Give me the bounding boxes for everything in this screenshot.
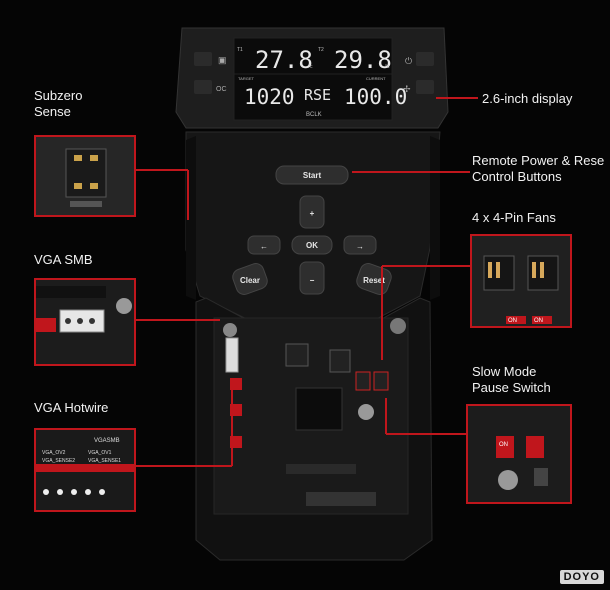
- display-label: 2.6-inch display: [482, 91, 573, 106]
- right-button[interactable]: [343, 235, 377, 255]
- lcd-mode-text: RSE: [304, 86, 331, 104]
- right-button-label: →: [356, 242, 364, 251]
- lcd-bottom-label: BCLK: [306, 112, 322, 118]
- slow-mode-inset: ON: [466, 404, 572, 504]
- vga-sense1-text: VGA_SENSE1: [88, 458, 121, 464]
- clear-button-label: Clear: [240, 276, 260, 285]
- subzero-sense-inset: [34, 135, 136, 217]
- ok-button-label: OK: [306, 241, 318, 250]
- lcd-target-label: TARGET: [238, 76, 254, 81]
- vga-ov1-text: VGA_OV1: [88, 450, 112, 456]
- vga-smb-label: VGA SMB: [34, 252, 93, 267]
- head-button-bottom-left[interactable]: [194, 80, 212, 94]
- vga-smb-inset: [34, 278, 136, 366]
- subzero-sense-label: Subzero Sense: [34, 88, 83, 119]
- power-button[interactable]: [416, 52, 434, 66]
- display-icon: ▣: [218, 55, 227, 65]
- vga-ov2-text: VGA_OV2: [42, 450, 66, 456]
- fan-headers: ON ON: [472, 236, 570, 326]
- lcd-current-value: 100.0: [344, 85, 407, 109]
- oc-icon: OC: [216, 86, 227, 93]
- power-icon: ⏻: [405, 56, 412, 66]
- vga-hotwire-label: VGA Hotwire: [34, 400, 109, 415]
- reset-button-label: Reset: [363, 276, 385, 285]
- fans-label: 4 x 4-Pin Fans: [472, 210, 556, 225]
- start-button[interactable]: [275, 165, 349, 185]
- on-label-3: ON: [499, 442, 508, 448]
- start-button-label: Start: [303, 171, 322, 180]
- vga-sense2-text: VGA_SENSE2: [42, 458, 75, 464]
- lcd-screen: [233, 37, 393, 121]
- lcd-t1-unit: °c: [308, 64, 313, 70]
- lcd-t2-unit: °c: [385, 64, 390, 70]
- clear-button[interactable]: [231, 261, 270, 296]
- vga-hotwire-inset: VGASMB VGA_OV2 VGA_OV1 VGA_SENSE2 VGA_SE…: [34, 428, 136, 512]
- ok-button[interactable]: [291, 235, 333, 255]
- plus-button-label: +: [310, 209, 315, 218]
- minus-button-label: −: [310, 276, 315, 285]
- fan-button[interactable]: [416, 80, 434, 94]
- left-button-label: ←: [260, 242, 268, 251]
- lcd-t2-label: T2: [318, 47, 324, 53]
- lcd-t1-label: T1: [237, 47, 243, 53]
- left-button[interactable]: [247, 235, 281, 255]
- lcd-target-value: 1020: [244, 85, 295, 109]
- slow-mode-label: Slow Mode Pause Switch: [472, 364, 551, 395]
- lcd-t1-value: 27.8: [255, 46, 313, 74]
- head-button-top-left[interactable]: [194, 52, 212, 66]
- vgasmb-text: VGASMB: [94, 438, 120, 444]
- slow-mode-switch: ON: [468, 406, 570, 502]
- on-label-1: ON: [508, 318, 517, 324]
- fans-inset: ON ON: [470, 234, 572, 328]
- minus-button[interactable]: [299, 261, 325, 295]
- on-label-2: ON: [534, 318, 543, 324]
- vga-smb-connector: [36, 280, 134, 364]
- chip: [295, 387, 343, 431]
- lcd-current-label: CURRENT: [366, 76, 386, 81]
- plus-button[interactable]: [299, 195, 325, 229]
- remote-control-label: Remote Power & Rese Control Buttons: [472, 153, 605, 184]
- vga-hotwire-connector: VGASMB VGA_OV2 VGA_OV1 VGA_SENSE2 VGA_SE…: [36, 430, 134, 510]
- subzero-connector: [36, 137, 134, 215]
- watermark-logo: DOYO: [559, 570, 604, 584]
- lcd-t2-value: 29.8: [334, 46, 392, 74]
- fan-icon: ✢: [403, 84, 411, 94]
